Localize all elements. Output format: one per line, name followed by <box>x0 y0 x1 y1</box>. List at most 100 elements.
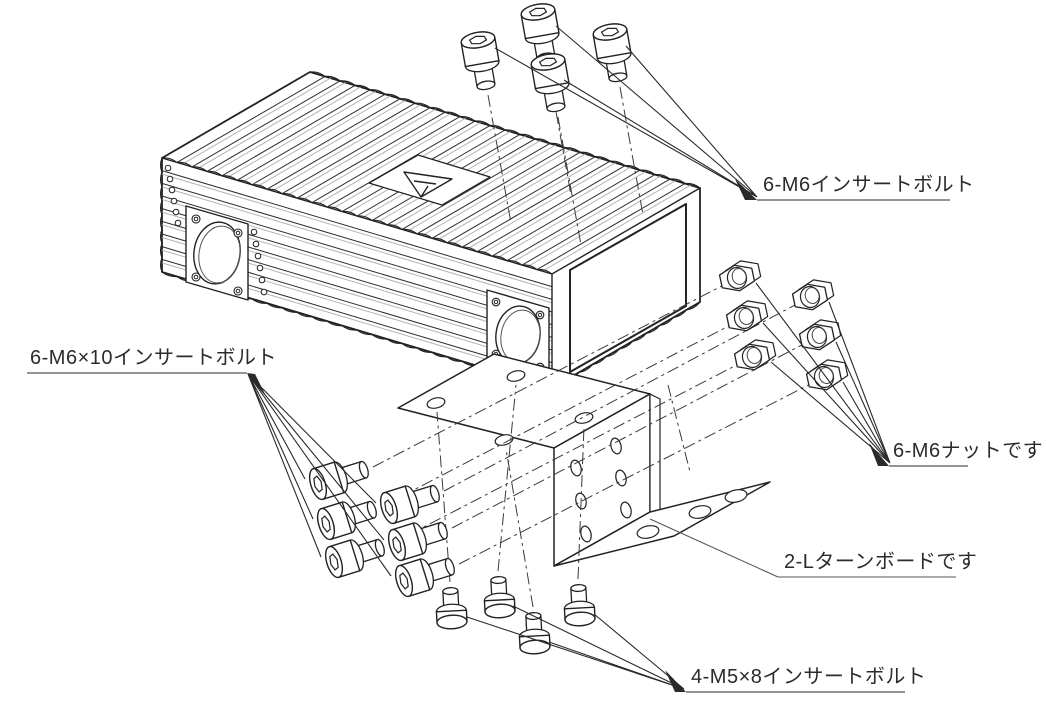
m6-insert-bolt-top-1 <box>460 31 500 91</box>
vent-hole <box>174 219 182 227</box>
flange-screw-hole-inner <box>193 216 199 222</box>
hex-socket <box>399 572 409 590</box>
m6x10-insert-bolt-3 <box>324 538 385 579</box>
bolt-head-top <box>324 545 344 579</box>
vent-hole <box>168 186 176 194</box>
flange-screw-hole <box>233 286 243 296</box>
bolt-head-top <box>379 491 399 525</box>
vent-hole <box>166 175 174 183</box>
vent-hole <box>252 240 260 248</box>
bolt-tip <box>358 460 369 479</box>
flange-screw-hole <box>233 228 243 238</box>
io-panel <box>569 203 687 373</box>
serration-left <box>159 157 163 273</box>
assembly-axis <box>497 384 517 572</box>
bolt-head-top <box>394 564 414 598</box>
m6x10-insert-bolt-6 <box>394 557 455 598</box>
bolt-head-top <box>519 639 551 655</box>
bolt-head-top <box>564 611 596 627</box>
bracket-web-hole <box>580 525 592 543</box>
m6-hex-nut-4 <box>791 279 835 311</box>
assembly-axis <box>667 384 691 473</box>
hex-socket <box>329 553 339 571</box>
hex-socket <box>528 7 548 17</box>
bolt-tip <box>444 557 455 576</box>
label-bottom-bolts: 4-M5×8インサートボルト <box>691 666 927 688</box>
m6-insert-bolt-top-3 <box>530 53 570 113</box>
bolt-tip <box>429 484 440 503</box>
bolt-head-top <box>520 3 556 21</box>
flange-screw-hole-inner <box>193 274 199 280</box>
bolt-tip <box>374 538 385 557</box>
label-top-bolts: 6-M6インサートボルト <box>763 174 975 196</box>
bolt-tip <box>570 583 587 593</box>
hex-socket <box>313 475 323 493</box>
bolt-tip <box>442 586 459 596</box>
flange-screw-hole <box>191 214 201 224</box>
m6-hex-nut-2 <box>725 300 769 332</box>
m6x10-insert-bolt-4 <box>379 484 440 525</box>
m6-hex-nut-1 <box>718 260 762 292</box>
bolt-head-top <box>484 603 516 619</box>
vent-hole <box>258 276 266 284</box>
device-enclosure <box>159 71 701 389</box>
flange-screw-hole-inner <box>235 230 241 236</box>
assembly-axis <box>619 86 644 216</box>
label-bracket: 2-Lターンボードです <box>784 551 978 573</box>
logo-plate <box>368 154 491 206</box>
flange-screw-hole <box>491 297 501 307</box>
m5x8-insert-bolt-1 <box>435 586 468 630</box>
vent-hole <box>260 288 268 296</box>
flange-screw-hole <box>535 310 545 320</box>
bolt-head-top <box>460 31 496 49</box>
vent-hole <box>256 264 264 272</box>
leader-nuts <box>755 282 968 467</box>
vent-holes <box>164 164 268 296</box>
bolt-tip <box>476 80 496 91</box>
serration-bottom-right <box>551 301 701 389</box>
hex-socket <box>538 57 558 67</box>
bolt-tip <box>366 500 377 519</box>
bracket-web-thickness <box>649 393 661 518</box>
brand-logo-icon <box>403 171 453 198</box>
m6-hex-nut-5 <box>798 319 842 351</box>
flange-screw-hole-inner <box>537 312 543 318</box>
label-left-bolts: 6-M6×10インサートボルト <box>30 347 277 369</box>
bracket-hole <box>506 370 526 382</box>
leader-lines <box>27 25 968 693</box>
heatsink-fins-front-shading <box>161 173 553 380</box>
vent-hole <box>254 252 262 260</box>
bolt-head-top <box>436 614 468 630</box>
bracket-web-hole <box>610 437 622 455</box>
leader-wedge-top <box>735 179 757 200</box>
assembly-axis-lines <box>372 66 825 608</box>
bolt-head-top <box>530 53 566 71</box>
bolt-head-top <box>387 528 407 562</box>
assembly-axis <box>557 116 582 246</box>
vent-hole <box>172 208 180 216</box>
leader-bracket <box>649 518 956 578</box>
assembly-axis <box>547 66 572 196</box>
nut-thread <box>804 287 820 304</box>
leader-left-bolts <box>27 372 392 577</box>
bracket-hole <box>494 434 514 446</box>
heatsink-fins-front <box>161 170 553 376</box>
assembly-axis <box>505 448 534 608</box>
bracket-flange-hole <box>688 505 712 519</box>
connector-bore-rim <box>198 225 241 284</box>
flange-screw-hole <box>191 272 201 282</box>
m5x8-insert-bolt-4 <box>563 583 596 627</box>
leader-top-bolts <box>494 25 950 201</box>
m5x8-insert-bolt-2 <box>483 575 516 619</box>
nut-thread <box>731 268 747 285</box>
vent-hole <box>170 197 178 205</box>
top-bolts-group <box>460 3 632 113</box>
bracket-web-hole <box>570 459 582 477</box>
nuts-group <box>718 260 849 391</box>
bolt-head-top <box>316 507 336 541</box>
bolt-head-top <box>592 23 628 41</box>
flange-screw-hole-inner <box>493 299 499 305</box>
flange-screw-hole-inner <box>235 288 241 294</box>
hex-socket <box>468 35 488 45</box>
